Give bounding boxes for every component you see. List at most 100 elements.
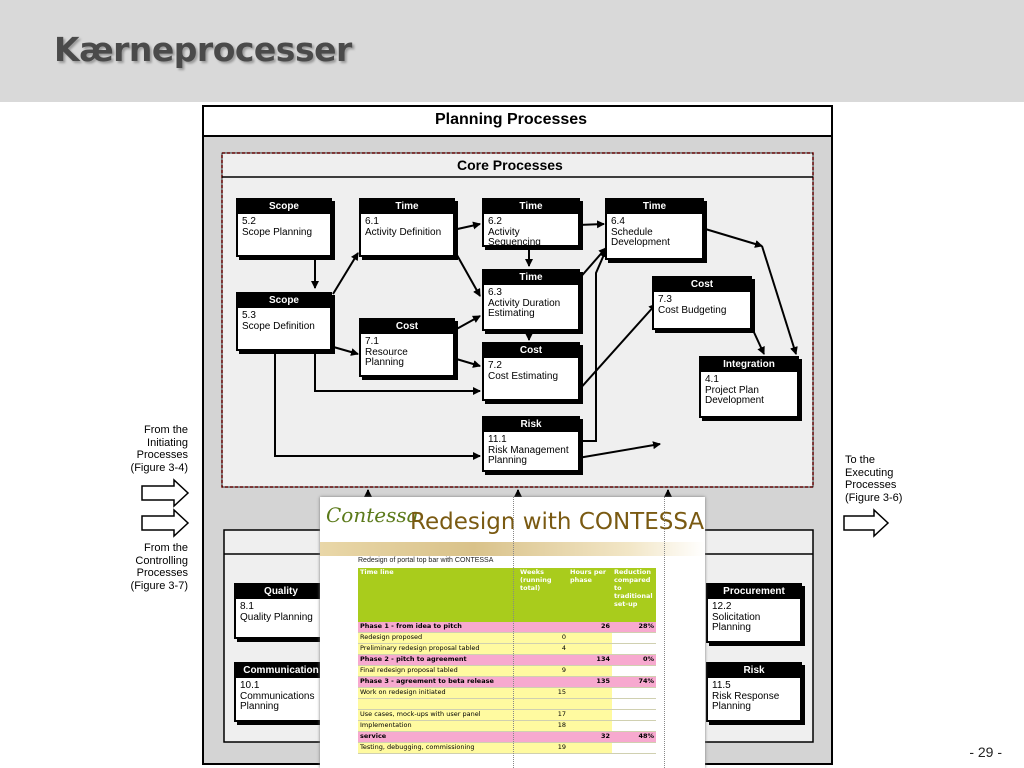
process-scope-planning: Scope 5.2 Scope Planning xyxy=(236,198,332,257)
table-cell: Testing, debugging, commissioning xyxy=(358,742,518,754)
process-header: Cost xyxy=(484,344,578,358)
process-header: Procurement xyxy=(708,585,800,599)
table-cell xyxy=(518,731,568,743)
table-cell: Work on redesign initiated xyxy=(358,687,518,699)
table-cell: 48% xyxy=(612,731,656,743)
table-cell: 134 xyxy=(568,654,612,666)
table-cell: Phase 1 - from idea to pitch xyxy=(358,622,518,633)
table-cell: 18 xyxy=(518,720,568,732)
arrow-right-icon xyxy=(141,478,190,508)
process-body: 4.1 Project Plan Development xyxy=(705,374,764,406)
process-header: Time xyxy=(361,200,453,214)
overlay-title: Redesign with CONTESSA xyxy=(410,509,705,535)
table-cell: Phase 3 - agreement to beta release xyxy=(358,676,518,688)
contessa-table: Time line Weeks (running total) Hours pe… xyxy=(358,568,656,754)
table-cell xyxy=(518,654,568,666)
process-body: 5.3 Scope Definition xyxy=(242,310,315,332)
process-body: 7.3 Cost Budgeting xyxy=(658,294,727,316)
process-body: 8.1 Quality Planning xyxy=(240,601,313,623)
table-header-row: Time line Weeks (running total) Hours pe… xyxy=(358,568,656,622)
table-cell xyxy=(612,720,656,732)
slide-title: Kærneprocesser xyxy=(54,30,352,69)
table-cell: 19 xyxy=(518,742,568,754)
table-cell: 0 xyxy=(518,632,568,644)
process-header: Cost xyxy=(654,278,750,292)
table-cell xyxy=(612,698,656,710)
table-caption: Redesign of portal top bar with CONTESSA xyxy=(358,557,494,564)
process-body: 6.1 Activity Definition xyxy=(365,216,442,238)
process-body: 7.1 Resource Planning xyxy=(365,336,408,368)
process-header: Cost xyxy=(361,320,453,334)
table-cell xyxy=(358,698,518,710)
process-body: 7.2 Cost Estimating xyxy=(488,360,559,382)
table-cell: 74% xyxy=(612,676,656,688)
from-controlling-label: From the Controlling Processes (Figure 3… xyxy=(130,542,188,592)
process-activity-duration: Time 6.3 Activity Duration Estimating xyxy=(482,269,580,331)
table-cell: Final redesign proposal tabled xyxy=(358,665,518,677)
table-cell: Implementation xyxy=(358,720,518,732)
process-project-plan: Integration 4.1 Project Plan Development xyxy=(699,356,799,418)
contessa-overlay: Contessa Redesign with CONTESSA Redesign… xyxy=(320,497,705,768)
table-cell xyxy=(612,709,656,721)
table-cell xyxy=(612,742,656,754)
table-cell: 0% xyxy=(612,654,656,666)
process-schedule-development: Time 6.4 Schedule Development xyxy=(605,198,704,260)
table-cell: Use cases, mock-ups with user panel xyxy=(358,709,518,721)
table-cell: service xyxy=(358,731,518,743)
process-header: Quality xyxy=(236,585,326,599)
table-cell xyxy=(568,698,612,710)
table-cell xyxy=(518,676,568,688)
column-header: Time line xyxy=(358,568,518,622)
process-body: 11.1 Risk Management Planning xyxy=(488,434,569,466)
table-cell: 9 xyxy=(518,665,568,677)
decorative-band xyxy=(320,542,705,556)
process-communications-planning: Communication 10.1 Communications Planni… xyxy=(234,662,328,722)
column-header: Reduction compared to traditional set-up xyxy=(612,568,656,622)
process-body: 5.2 Scope Planning xyxy=(242,216,313,238)
input-arrows xyxy=(141,478,890,538)
planning-processes-title: Planning Processes xyxy=(435,111,588,128)
process-header: Risk xyxy=(484,418,578,432)
process-body: 6.2 Activity Sequencing xyxy=(488,216,541,248)
page-number: - 29 - xyxy=(969,744,1002,760)
process-header: Integration xyxy=(701,358,797,372)
guide-line xyxy=(664,497,665,768)
process-header: Risk xyxy=(708,664,800,678)
table-cell xyxy=(568,643,612,655)
contessa-logo: Contessa xyxy=(326,503,419,527)
from-initiating-label: From the Initiating Processes (Figure 3-… xyxy=(130,424,188,474)
process-header: Time xyxy=(484,271,578,285)
column-header: Weeks (running total) xyxy=(518,568,568,622)
process-body: 10.1 Communications Planning xyxy=(240,680,315,712)
process-risk-management: Risk 11.1 Risk Management Planning xyxy=(482,416,580,472)
to-executing-label: To the Executing Processes (Figure 3-6) xyxy=(845,454,903,504)
arrow-right-icon xyxy=(843,508,890,538)
process-header: Time xyxy=(607,200,702,214)
table-cell xyxy=(568,687,612,699)
table-cell: Phase 2 - pitch to agreement xyxy=(358,654,518,666)
process-body: 11.5 Risk Response Planning xyxy=(712,680,780,712)
table-cell: 4 xyxy=(518,643,568,655)
process-solicitation-planning: Procurement 12.2 Solicitation Planning xyxy=(706,583,802,643)
title-bar xyxy=(0,0,1024,102)
table-cell: 32 xyxy=(568,731,612,743)
process-scope-definition: Scope 5.3 Scope Definition xyxy=(236,292,332,351)
process-quality-planning: Quality 8.1 Quality Planning xyxy=(234,583,328,639)
table-cell xyxy=(612,632,656,644)
process-body: 6.4 Schedule Development xyxy=(611,216,670,248)
table-cell: 28% xyxy=(612,622,656,633)
table-cell xyxy=(568,720,612,732)
table-cell xyxy=(612,643,656,655)
process-header: Time xyxy=(484,200,578,214)
table-cell: 17 xyxy=(518,709,568,721)
table-cell xyxy=(568,709,612,721)
process-body: 6.3 Activity Duration Estimating xyxy=(488,287,561,319)
table-cell xyxy=(568,665,612,677)
